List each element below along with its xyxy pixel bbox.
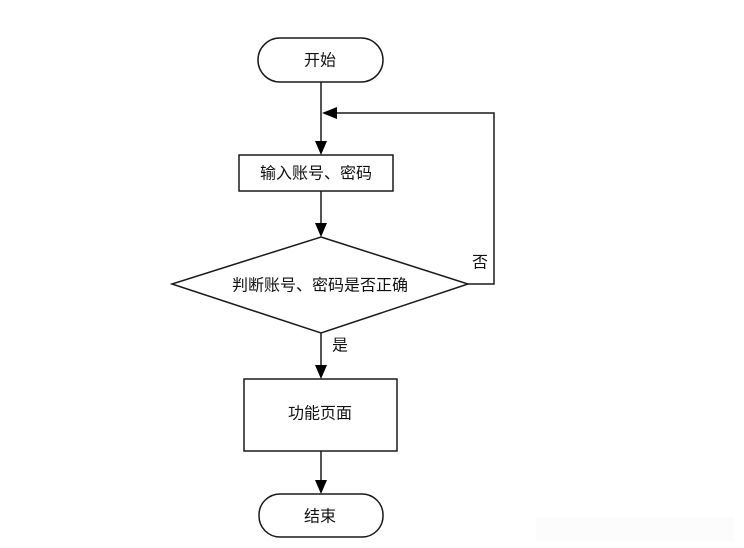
decision-label: 判断账号、密码是否正确 [232, 276, 408, 295]
end-label: 结束 [304, 507, 336, 526]
connector-no-loop [335, 112, 495, 285]
decision-diamond: 判断账号、密码是否正确 [169, 236, 471, 334]
arrowhead-icon [315, 480, 327, 494]
yes-label: 是 [332, 336, 348, 355]
start-terminator: 开始 [257, 37, 384, 83]
input-label: 输入账号、密码 [260, 164, 372, 183]
process-label: 功能页面 [288, 404, 352, 423]
no-label: 否 [472, 253, 488, 272]
arrowhead-icon [315, 365, 327, 379]
input-process-box: 输入账号、密码 [238, 154, 394, 192]
arrowhead-icon [322, 107, 337, 119]
function-page-box: 功能页面 [243, 378, 398, 452]
arrowhead-icon [315, 141, 327, 155]
faint-background-patch [536, 517, 734, 541]
start-label: 开始 [304, 51, 336, 70]
end-terminator: 结束 [258, 493, 384, 538]
arrowhead-icon [315, 223, 327, 237]
